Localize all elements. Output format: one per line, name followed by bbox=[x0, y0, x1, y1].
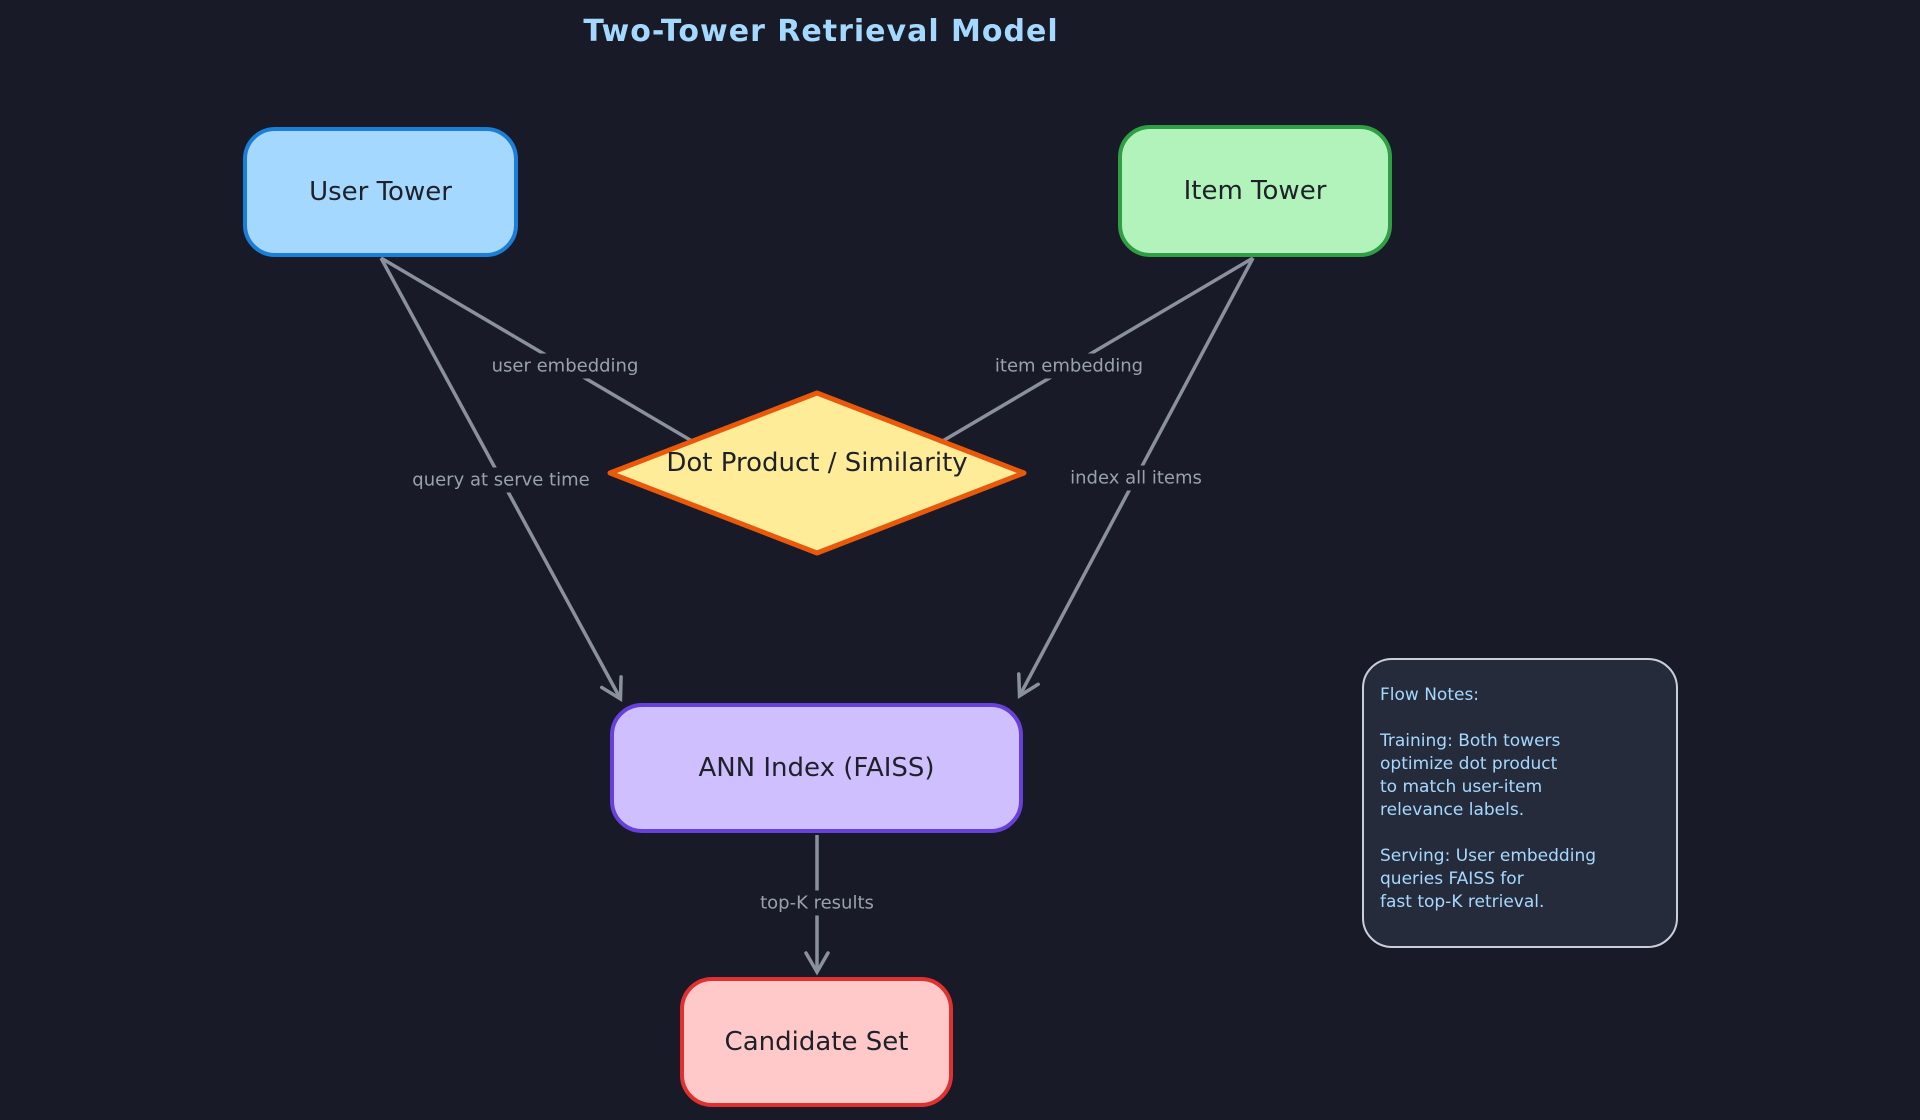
flow-notes-title: Flow Notes: bbox=[1380, 685, 1480, 705]
node-candidate-set-label: Candidate Set bbox=[724, 1027, 909, 1057]
edge-label-index-all-items: index all items bbox=[1062, 465, 1210, 491]
node-item-tower[interactable]: Item Tower bbox=[1118, 125, 1392, 257]
node-user-tower-label: User Tower bbox=[309, 177, 452, 207]
edge-label-user-embedding: user embedding bbox=[483, 353, 647, 379]
flow-notes-training: Training: Both towers optimize dot produ… bbox=[1380, 731, 1561, 820]
node-dot-product[interactable]: Dot Product / Similarity bbox=[600, 384, 1034, 562]
diamond-shape bbox=[607, 390, 1027, 556]
node-dot-product-label: Dot Product / Similarity bbox=[666, 448, 968, 478]
edge-label-query-serve-time: query at serve time bbox=[404, 467, 598, 493]
edge-label-item-embedding: item embedding bbox=[986, 353, 1152, 379]
edge-label-top-k-results: top-K results bbox=[752, 890, 882, 916]
flow-notes-panel[interactable]: Flow Notes: Training: Both towers optimi… bbox=[1362, 658, 1678, 948]
node-user-tower[interactable]: User Tower bbox=[243, 127, 518, 257]
node-ann-index[interactable]: ANN Index (FAISS) bbox=[610, 703, 1023, 833]
diagram-title: Two-Tower Retrieval Model bbox=[583, 14, 1059, 49]
flow-notes-serving: Serving: User embedding queries FAISS fo… bbox=[1380, 846, 1597, 912]
node-candidate-set[interactable]: Candidate Set bbox=[680, 977, 953, 1107]
node-item-tower-label: Item Tower bbox=[1183, 176, 1327, 206]
node-ann-index-label: ANN Index (FAISS) bbox=[698, 753, 935, 783]
